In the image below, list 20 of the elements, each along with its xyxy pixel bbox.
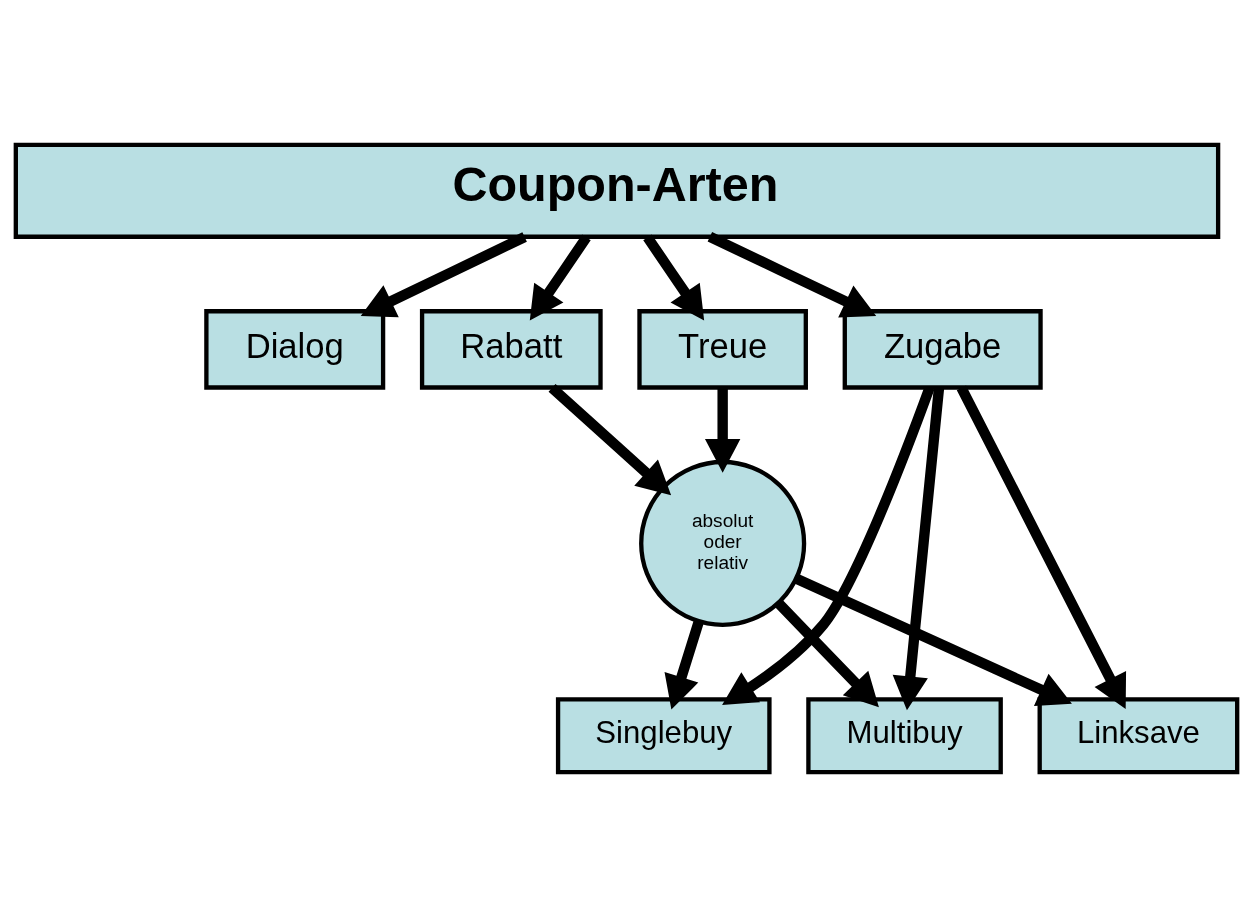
arrow — [774, 599, 879, 708]
node-box: Coupon-Arten — [13, 142, 1221, 239]
arrow — [956, 385, 1127, 709]
arrow — [548, 383, 672, 496]
node-box: Treue — [637, 309, 808, 390]
arrow — [643, 234, 705, 321]
arrow — [360, 232, 527, 318]
node-box: Rabatt — [419, 309, 603, 390]
arrow — [794, 573, 1072, 706]
arrow — [707, 232, 877, 318]
node-box: Zugabe — [842, 309, 1043, 390]
node-box: Multibuy — [806, 697, 1003, 775]
arrow — [892, 387, 945, 711]
arrow — [529, 234, 591, 321]
arrow — [704, 387, 741, 473]
node-box: Dialog — [204, 309, 386, 390]
node-circle: absolut oder relativ — [639, 459, 807, 627]
node-box: Linksave — [1037, 697, 1240, 775]
node-box: Singlebuy — [555, 697, 772, 775]
arrow — [664, 619, 704, 710]
